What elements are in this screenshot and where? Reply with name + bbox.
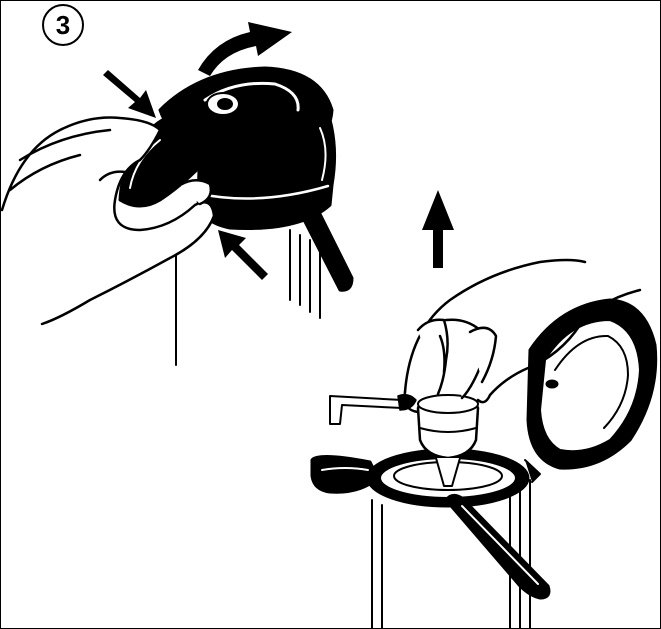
lift-arrow-icon [422, 190, 454, 268]
lid-button-center [217, 98, 233, 110]
lift-arrow-icon-shape [422, 190, 454, 268]
press-arrow-icon-bottom [218, 230, 268, 280]
mechanism-top [418, 395, 478, 413]
press-arrow-icon-top [103, 70, 156, 118]
step-number-badge: 3 [42, 4, 84, 46]
flask-spout [312, 456, 378, 492]
flask-handle-right [446, 495, 549, 598]
tube-piece [330, 396, 402, 424]
lid-latch [546, 380, 558, 388]
step-number: 3 [56, 10, 70, 41]
handle-highlight [462, 506, 538, 584]
flask-handle [300, 204, 352, 290]
lid-assembly-left [120, 68, 352, 365]
finger-tip [180, 180, 211, 204]
